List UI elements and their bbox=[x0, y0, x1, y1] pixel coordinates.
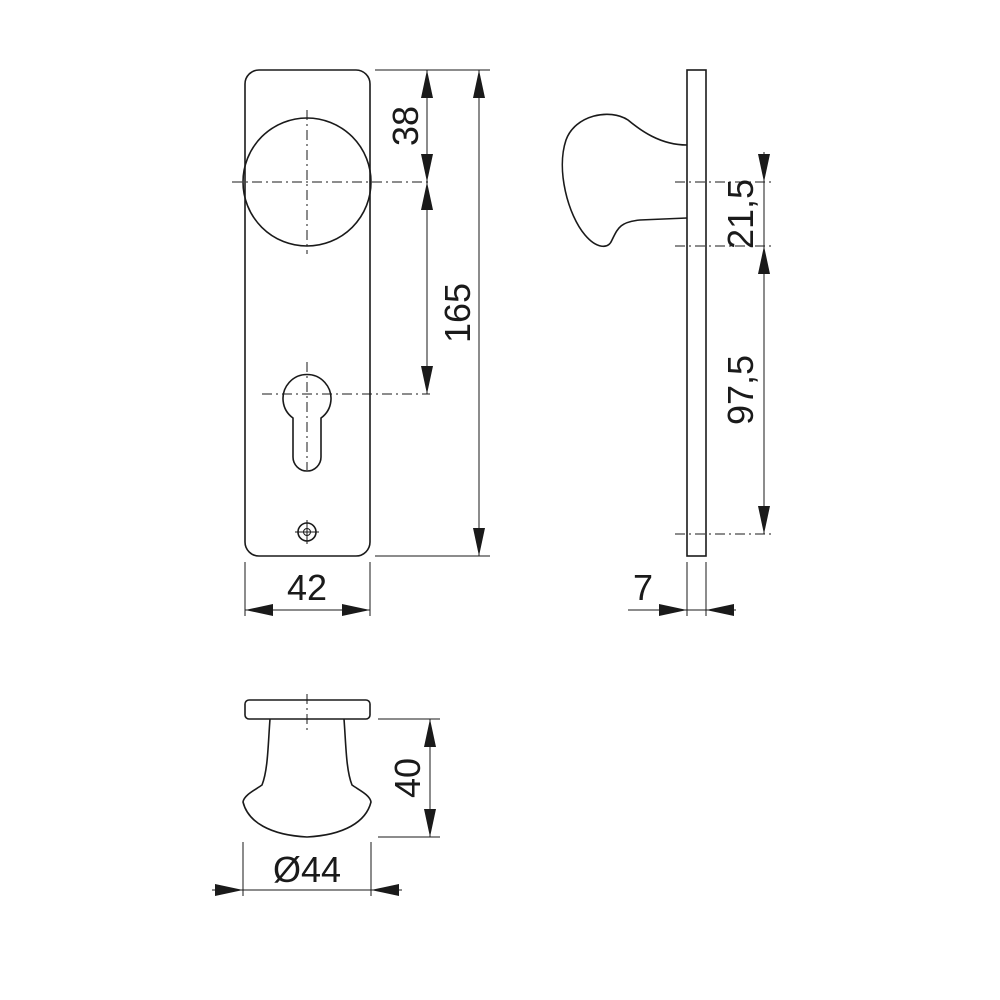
dim-38-label: 38 bbox=[385, 106, 426, 146]
dim-44-arrow-right bbox=[371, 884, 399, 896]
dim-42-arrow-left bbox=[245, 604, 273, 616]
dim-44-label: Ø44 bbox=[273, 849, 341, 890]
dim-7-label: 7 bbox=[633, 567, 653, 608]
dim-40-arrow-bottom bbox=[424, 809, 436, 837]
dim-21-5-arrow-top bbox=[758, 154, 770, 182]
cylinder-keyhole bbox=[282, 373, 332, 472]
dim-knob-keyhole-arrow-top bbox=[421, 182, 433, 210]
dim-knob-keyhole-arrow-bottom bbox=[421, 366, 433, 394]
plate-side-profile bbox=[686, 69, 707, 557]
front-view: 38 165 42 bbox=[232, 69, 490, 616]
dim-44-arrow-left bbox=[215, 884, 243, 896]
dim-38-arrow-bottom bbox=[421, 154, 433, 182]
dim-97-5-label: 97,5 bbox=[720, 355, 761, 425]
side-view: 21,5 97,5 7 bbox=[561, 69, 775, 616]
dim-42-label: 42 bbox=[287, 567, 327, 608]
knob-side-profile bbox=[561, 113, 688, 248]
knob-body-profile bbox=[242, 718, 372, 838]
dim-165-label: 165 bbox=[437, 283, 478, 343]
dim-165-arrow-bottom bbox=[473, 528, 485, 556]
knob-view: 40 Ø44 bbox=[212, 694, 440, 896]
dim-165-arrow-top bbox=[473, 70, 485, 98]
dim-21-5-label: 21,5 bbox=[720, 179, 761, 249]
dim-7-arrow-right bbox=[706, 604, 734, 616]
dim-42-arrow-right bbox=[342, 604, 370, 616]
dim-38-arrow-top bbox=[421, 70, 433, 98]
dim-97-5-arrow-bottom bbox=[758, 506, 770, 534]
escutcheon-plate bbox=[244, 69, 371, 557]
dim-40-label: 40 bbox=[387, 758, 428, 798]
dim-40-arrow-top bbox=[424, 719, 436, 747]
dim-7-arrow-left bbox=[659, 604, 687, 616]
